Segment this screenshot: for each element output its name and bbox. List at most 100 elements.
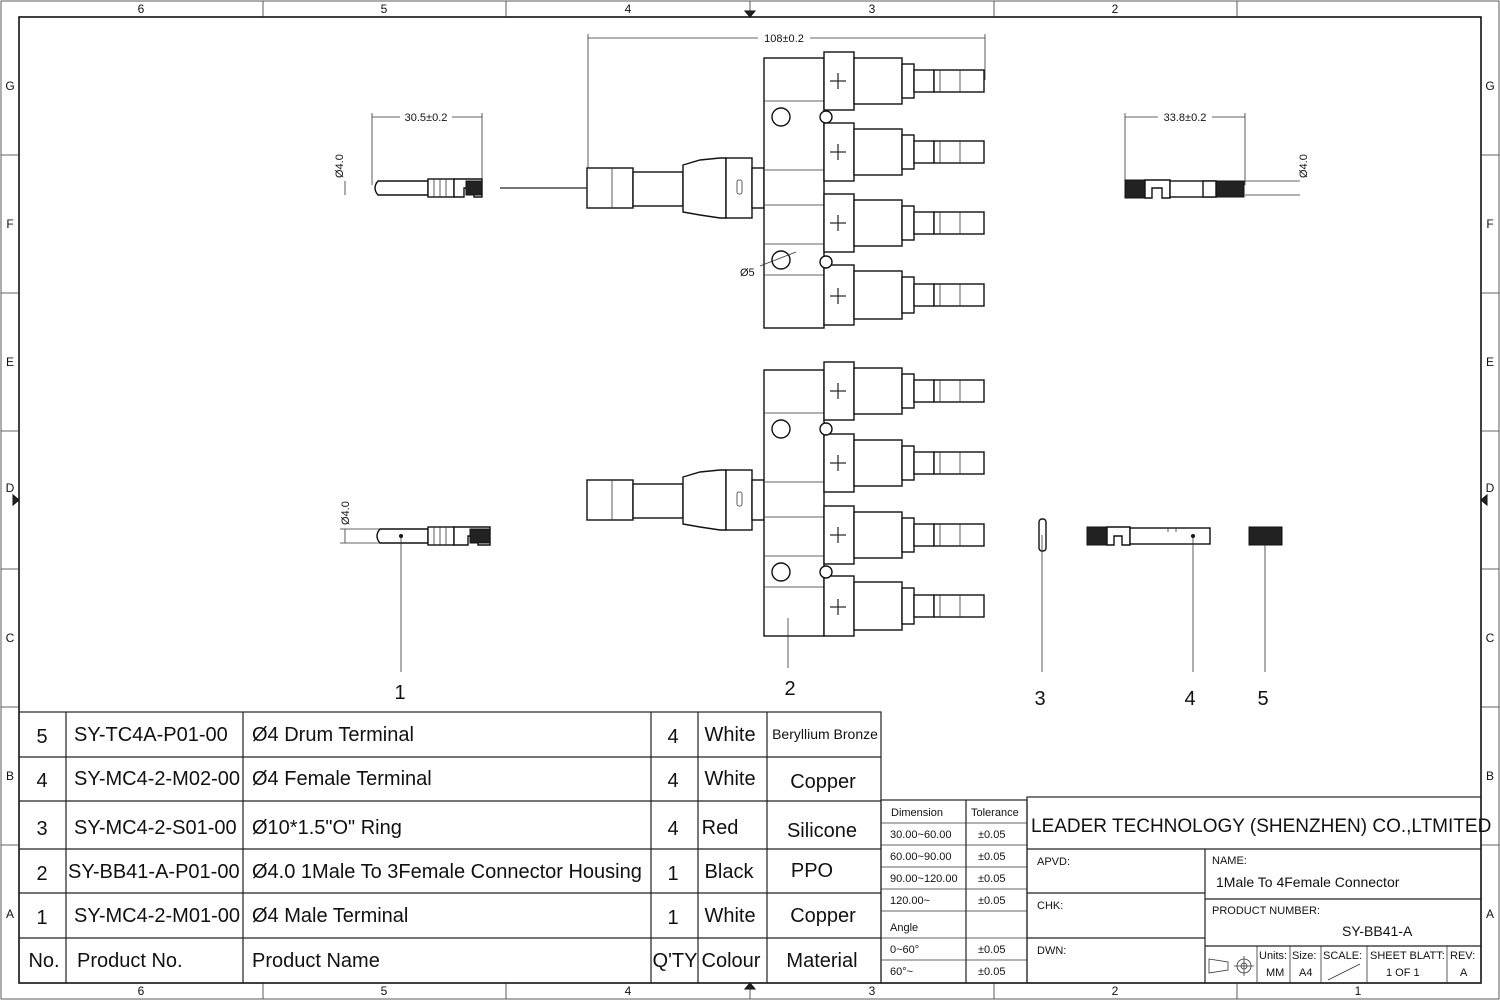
zone-row-left: E [6,355,14,369]
zone-row-right: D [1486,481,1495,495]
housing-body-bottom [763,369,825,637]
drum-terminal-part [1248,526,1283,672]
tol-header-tolerance: Tolerance [971,807,1019,819]
bom-no: 3 [36,818,47,840]
connector-top-view: 108±0.2 Ø5 [500,30,986,329]
projection-symbol-icon [1208,956,1254,976]
item-callouts: 1 2 3 4 5 [394,678,1268,710]
bom-material: Beryllium Bronze [772,726,878,742]
female-terminal-part [1086,526,1211,672]
size-value: A4 [1299,967,1312,979]
bom-colour: White [704,905,755,927]
tolerance-table: Dimension Tolerance 30.00~60.00 ±0.05 60… [880,799,1028,984]
bom-product-no: SY-MC4-2-S01-00 [74,817,237,839]
dim-male-dia: Ø4.0 [334,154,346,178]
bom-header-product-no: Product No. [77,950,183,972]
tol-range: 90.00~120.00 [890,873,958,885]
sheet-value: 1 OF 1 [1386,967,1420,979]
zone-col-bottom: 2 [1112,984,1119,998]
bom-colour: Black [705,861,755,883]
housing-body-top [763,57,825,329]
zone-col-top: 2 [1112,2,1119,16]
bom-qty: 4 [667,770,678,792]
bom-product-no: SY-TC4A-P01-00 [74,724,228,746]
dim-male-dia-side: Ø4.0 [340,501,352,525]
units-value: MM [1266,967,1284,979]
bom-product-name: Ø4 Drum Terminal [252,724,414,746]
outlet-3 [823,193,985,253]
zone-col-top: 5 [381,2,388,16]
zone-col-bottom: 4 [625,984,632,998]
zone-row-right: G [1485,79,1494,93]
zone-row-right: C [1486,631,1495,645]
center-mark-top [743,10,757,18]
outlet-8 [819,565,985,637]
zone-col-top: 6 [138,2,145,16]
product-number-label: PRODUCT NUMBER: [1212,905,1320,917]
bom-qty: 1 [667,907,678,929]
units-label: Units: [1259,950,1287,962]
o-ring-part [1038,518,1047,672]
bom-header-material: Material [786,950,857,972]
callout-4: 4 [1184,688,1195,710]
tol-value: ±0.05 [978,851,1005,863]
zone-col-bottom: 1 [1355,984,1362,998]
tol-angle-header: Angle [890,922,918,934]
tol-header-dimension: Dimension [891,807,943,819]
rev-value: A [1460,967,1468,979]
bom-product-name: Ø4.0 1Male To 3Female Connector Housing [252,861,642,883]
outlet-5 [823,361,985,421]
zone-col-bottom: 6 [138,984,145,998]
outlet-4 [819,255,985,326]
tol-value: ±0.05 [978,829,1005,841]
name-value: 1Male To 4Female Connector [1216,874,1400,890]
bom-no: 2 [36,863,47,885]
bom-row: 2 SY-BB41-A-P01-00 Ø4.0 1Male To 3Female… [36,860,833,885]
outlet-1 [823,51,985,111]
zone-col-top: 3 [869,2,876,16]
bom-header-colour: Colour [702,950,761,972]
zone-row-left: D [6,481,15,495]
outlet-2 [819,110,985,182]
zone-row-right: B [1486,769,1494,783]
zone-row-left: B [6,769,14,783]
title-block: LEADER TECHNOLOGY (SHENZHEN) CO.,LTMITED… [1026,796,1491,984]
male-terminal-top-view: 30.5±0.2 Ø4.0 [334,110,483,198]
bom-product-no: SY-BB41-A-P01-00 [68,861,240,883]
bom-row: 3 SY-MC4-2-S01-00 Ø10*1.5"O" Ring 4 Red … [36,817,857,842]
bom-product-name: Ø4 Male Terminal [252,905,408,927]
tol-value: ±0.05 [978,895,1005,907]
bom-header-row: No. Product No. Product Name Q'TY Colour… [28,950,857,972]
zone-row-left: A [6,907,14,921]
bom-row: 1 SY-MC4-2-M01-00 Ø4 Male Terminal 1 Whi… [36,905,856,929]
bom-row: 5 SY-TC4A-P01-00 Ø4 Drum Terminal 4 Whit… [36,724,878,748]
callout-3: 3 [1034,688,1045,710]
size-label: Size: [1292,950,1316,962]
dim-female-length: 33.8±0.2 [1164,112,1207,124]
connector-bottom-view [586,361,985,668]
outlet-7 [823,505,985,565]
zone-col-top: 4 [625,2,632,16]
rev-label: REV: [1450,950,1475,962]
zone-col-bottom: 5 [381,984,388,998]
bom-qty: 4 [667,726,678,748]
tol-angle-range: 0~60° [890,944,919,956]
tol-angle-value: ±0.05 [978,966,1005,978]
bom-row: 4 SY-MC4-2-M02-00 Ø4 Female Terminal 4 W… [36,768,856,793]
bom-no: 5 [36,726,47,748]
zone-row-left: F [6,217,13,231]
bom-colour: White [704,724,755,746]
name-label: NAME: [1212,855,1247,867]
bom-material: Silicone [787,820,857,842]
bom-material: Copper [790,771,856,793]
bom-colour: White [704,768,755,790]
female-terminal-top-view: 33.8±0.2 Ø4.0 [1124,110,1310,199]
bom-material: PPO [791,860,833,882]
zone-col-bottom: 3 [869,984,876,998]
scale-label: SCALE: [1323,950,1362,962]
zone-row-left: G [5,79,14,93]
bom-header-product-name: Product Name [252,950,380,972]
bom-colour: Red [702,817,739,839]
